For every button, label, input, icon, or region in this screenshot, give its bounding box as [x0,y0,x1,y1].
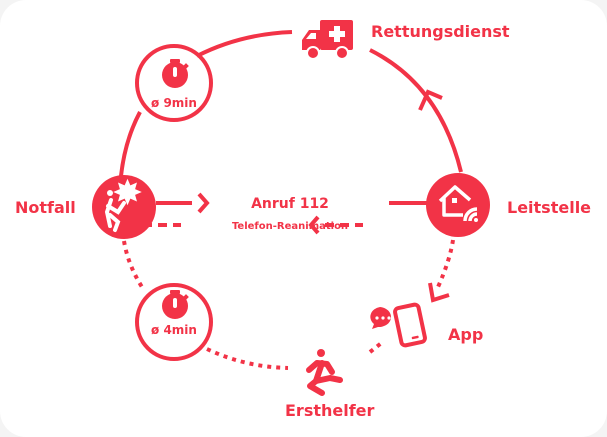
dotted-timer4-ersthelfer [206,347,289,370]
timer9-label: ø 9min [151,96,197,110]
rettungsdienst-label: Rettungsdienst [371,22,510,41]
notfall-node [92,175,156,239]
dotted-leitstelle-app [436,239,455,288]
timer9-ring [135,44,213,122]
ersthelfer-label: Ersthelfer [285,401,375,420]
call-label: Anruf 112 [251,196,329,212]
dotted-notfall-timer4 [122,240,144,289]
leitstelle-node [426,173,490,237]
arrow-downleft-chevron [428,282,450,303]
app-label: App [448,325,483,344]
dotted-ersthelfer-app [368,339,386,354]
stopwatch-icon [162,59,189,88]
ambulance-icon [302,20,353,60]
stopwatch-icon [162,290,189,319]
accident-icon [104,178,142,232]
arc-notfall-timer9 [119,111,142,177]
cpr-label: Telefon-Reanimation [232,221,348,232]
arc-ambulance-leitstelle [369,48,463,173]
arc-timer9-ambulance [196,30,293,58]
notfall-label: Notfall [15,198,76,217]
timer4-ring [135,283,213,361]
leitstelle-label: Leitstelle [507,198,591,217]
smartphone-icon [393,302,427,348]
house-signal-icon [438,185,478,222]
cpr-chevron [308,215,320,235]
runner-icon [306,349,343,396]
chat-bubble-icon [370,307,392,329]
call-chevron [197,192,210,214]
arrow-up-chevron [418,89,443,111]
timer4-label: ø 4min [151,323,197,337]
